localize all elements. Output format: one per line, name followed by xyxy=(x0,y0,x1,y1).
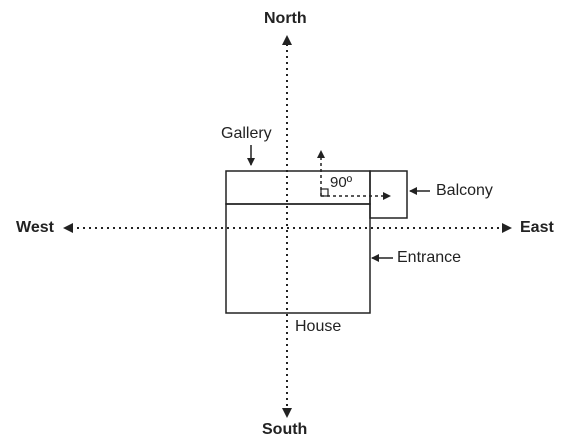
balcony-label: Balcony xyxy=(436,182,493,199)
house-outline xyxy=(225,203,371,314)
west-arrowhead xyxy=(63,223,73,233)
angle-label: 90º xyxy=(330,174,353,191)
east-arrowhead xyxy=(502,223,512,233)
south-arrowhead xyxy=(282,408,292,418)
gallery-label: Gallery xyxy=(221,125,272,142)
angle-up-arrowhead xyxy=(317,150,325,158)
house-label: House xyxy=(295,318,342,335)
south-label: South xyxy=(262,421,308,438)
entrance-label: Entrance xyxy=(397,249,462,266)
east-label: East xyxy=(520,219,554,236)
angle-right-arrowhead xyxy=(383,192,391,200)
north-label: North xyxy=(264,10,307,27)
west-label: West xyxy=(16,219,54,236)
balcony-outline xyxy=(369,170,408,219)
north-arrowhead xyxy=(282,35,292,45)
right-angle-marker xyxy=(320,188,329,197)
